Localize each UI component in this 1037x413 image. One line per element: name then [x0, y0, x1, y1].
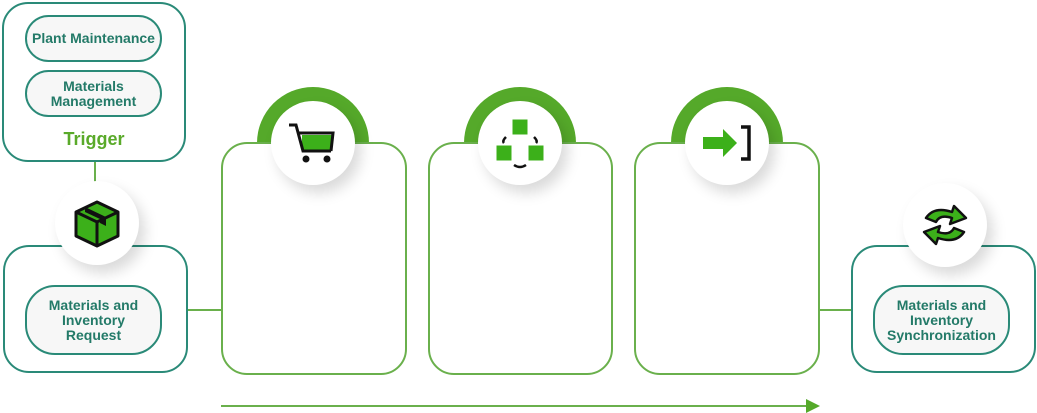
step-3-card	[634, 142, 820, 375]
timeline-arrow	[221, 405, 809, 407]
start-icon-circle	[55, 181, 139, 265]
timeline-arrowhead	[806, 399, 820, 413]
start-label: Materials and Inventory Request	[25, 285, 162, 355]
sync-arrows-icon	[922, 204, 968, 246]
trigger-label: Trigger	[63, 129, 125, 149]
arrow-into-bracket-icon	[703, 125, 751, 161]
end-icon-circle	[903, 183, 987, 267]
step-3-icon-circle	[685, 101, 769, 185]
connector	[820, 309, 851, 311]
end-label: Materials and Inventory Synchronization	[873, 285, 1010, 355]
step-1-icon-circle	[271, 101, 355, 185]
trigger-materials-management: Materials Management	[25, 70, 162, 117]
step-2-icon-circle	[478, 101, 562, 185]
connector	[94, 162, 96, 186]
trigger-plant-maintenance: Plant Maintenance	[25, 15, 162, 62]
cubes-network-icon	[495, 118, 545, 169]
connector	[188, 309, 221, 311]
package-box-icon	[74, 200, 120, 248]
shopping-cart-icon	[289, 123, 335, 163]
